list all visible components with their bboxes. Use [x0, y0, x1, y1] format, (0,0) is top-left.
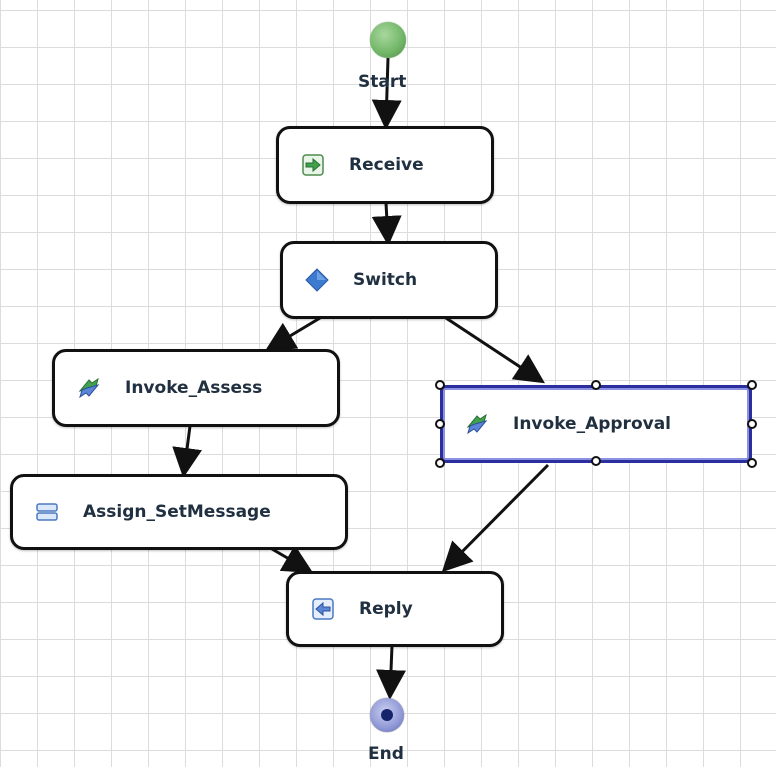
resize-handle-top[interactable]: [591, 380, 601, 390]
node-label: Invoke_Approval: [513, 414, 672, 434]
resize-handle-top-left[interactable]: [435, 380, 445, 390]
start-label: Start: [358, 72, 407, 92]
switch-node[interactable]: Switch: [280, 241, 498, 319]
resize-handle-top-right[interactable]: [747, 380, 757, 390]
invoke-icon: [466, 413, 488, 435]
end-node-circle[interactable]: [370, 698, 404, 732]
assign-icon: [36, 503, 58, 521]
edge-reply-end: [376, 645, 406, 700]
edge-invoke-approval-reply: [441, 463, 550, 573]
node-label: Receive: [349, 155, 424, 175]
invoke-assess-node[interactable]: Invoke_Assess: [52, 349, 340, 427]
resize-handle-bottom-left[interactable]: [435, 458, 445, 468]
edge-switch-invoke-assess: [264, 316, 321, 352]
receive-node[interactable]: Receive: [276, 126, 494, 204]
end-node-core: [381, 709, 393, 721]
start-node-circle[interactable]: [370, 22, 406, 58]
invoke-icon: [78, 377, 100, 399]
switch-diamond-icon: [305, 268, 329, 292]
node-label: Assign_SetMessage: [83, 502, 271, 522]
receive-icon: [302, 154, 324, 176]
assign-setmessage-node[interactable]: Assign_SetMessage: [10, 474, 348, 550]
edge-switch-invoke-approval: [445, 316, 546, 384]
node-label: Reply: [359, 599, 413, 619]
reply-icon: [312, 598, 334, 620]
edge-invoke-assess-assign: [172, 425, 202, 478]
reply-node[interactable]: Reply: [286, 571, 504, 647]
node-label: Switch: [353, 270, 418, 290]
resize-handle-left[interactable]: [435, 419, 445, 429]
resize-handle-right[interactable]: [747, 419, 757, 429]
invoke-approval-node[interactable]: Invoke_Approval: [440, 385, 752, 463]
end-label: End: [368, 744, 404, 764]
resize-handle-bottom[interactable]: [591, 456, 601, 466]
node-label: Invoke_Assess: [125, 378, 263, 398]
edge-receive-switch: [371, 202, 402, 246]
edge-assign-reply: [271, 544, 314, 574]
resize-handle-bottom-right[interactable]: [747, 458, 757, 468]
